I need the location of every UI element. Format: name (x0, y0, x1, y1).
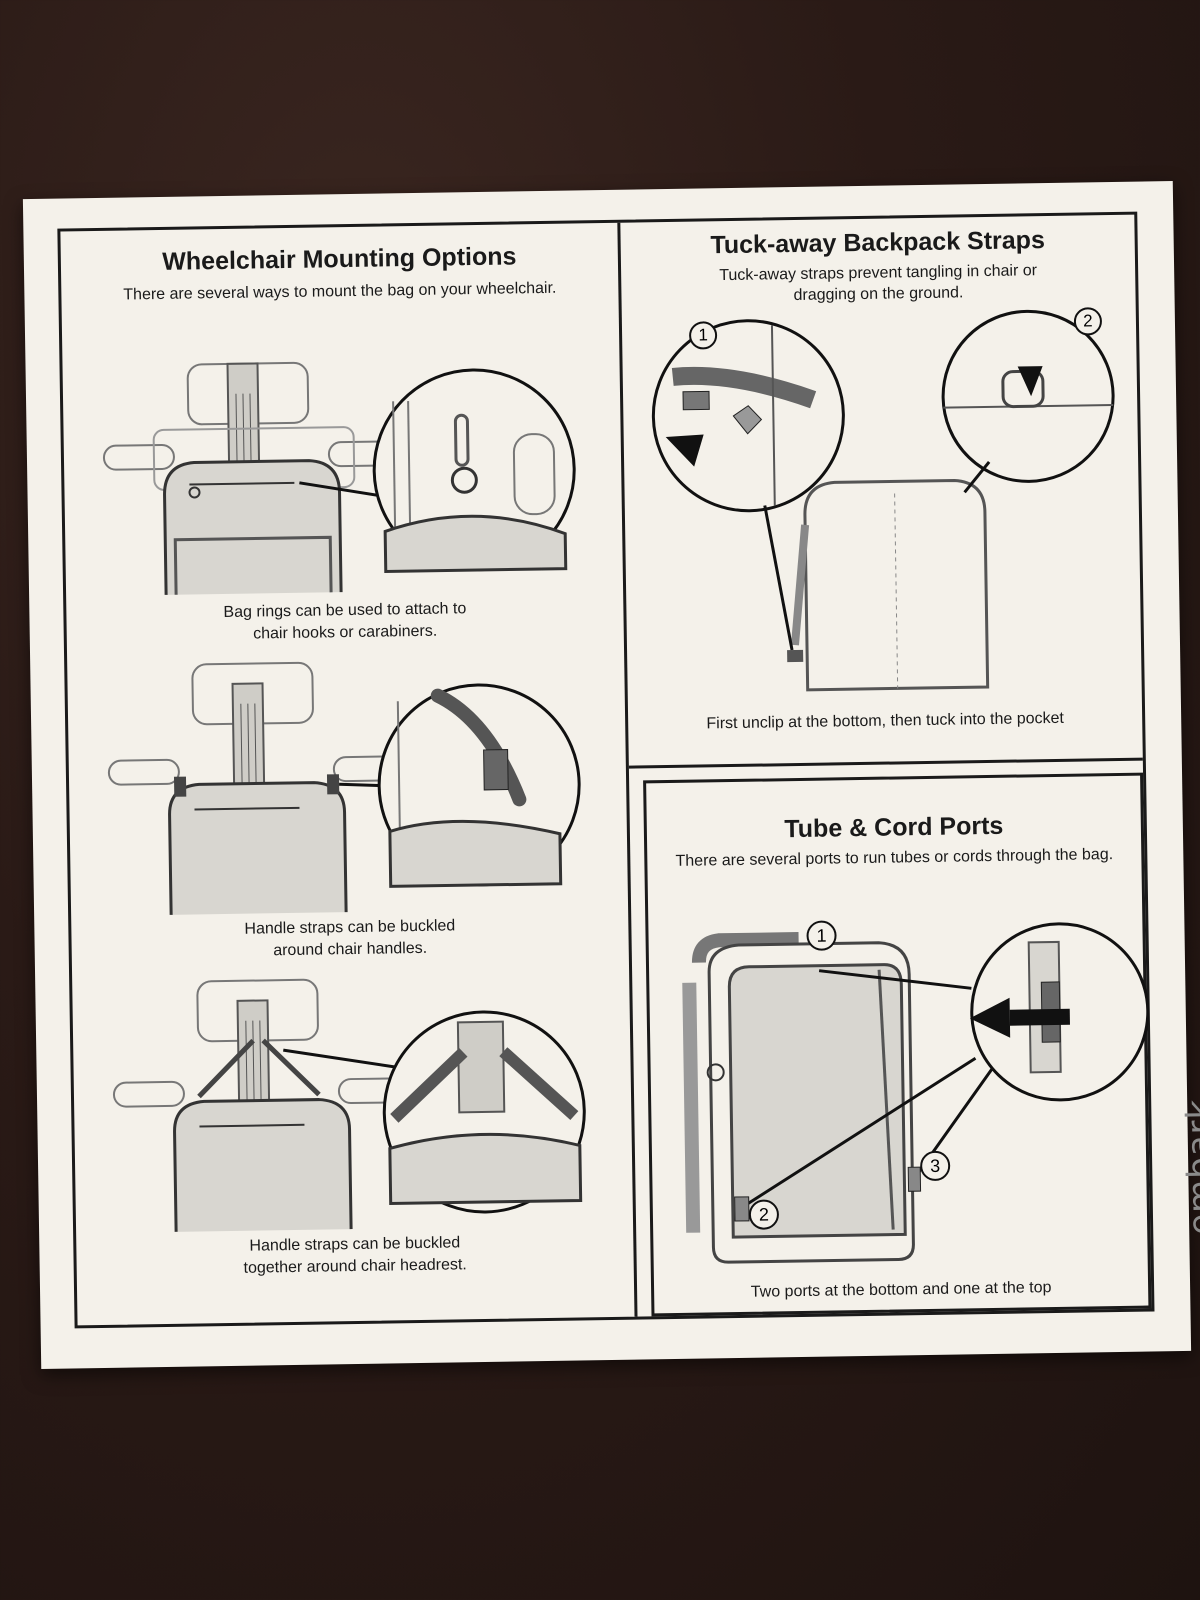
tube-cord-ports-panel: Tube & Cord Ports There are several port… (629, 761, 1152, 1317)
tuck-away-straps-panel: Tuck-away Backpack Straps Tuck-away stra… (620, 214, 1143, 769)
wheelchair-mounting-title: Wheelchair Mounting Options (162, 242, 517, 276)
bag-rings-caption: Bag rings can be used to attach to chair… (66, 596, 624, 649)
handle-straps-illustration (107, 661, 581, 915)
tube-cord-ports-subtitle: There are several ports to run tubes or … (675, 846, 1114, 870)
tube-cord-ports-illustration (682, 922, 1150, 1264)
bag-rings-illustration (102, 361, 576, 595)
instruction-sheet: Wheelchair Mounting Options There are se… (22, 181, 1200, 1369)
headrest-straps-illustration (112, 978, 586, 1232)
tube-cord-ports-frame: Tube & Cord Ports There are several port… (643, 772, 1152, 1317)
wheelchair-mounting-panel: Wheelchair Mounting Options There are se… (60, 222, 638, 1326)
headrest-straps-caption: Handle straps can be buckled together ar… (76, 1230, 634, 1283)
tuck-away-caption: First unclip at the bottom, then tuck in… (706, 709, 1065, 733)
tube-cord-ports-title: Tube & Cord Ports (784, 811, 1004, 844)
tuck-away-illustration (651, 309, 1115, 692)
handle-straps-caption: Handle straps can be buckled around chai… (71, 913, 629, 966)
tube-cord-ports-caption: Two ports at the bottom and one at the t… (750, 1279, 1052, 1301)
outer-frame: Wheelchair Mounting Options There are se… (57, 211, 1155, 1329)
brand-logo-text: embark (1179, 1098, 1200, 1236)
tuck-away-subtitle: Tuck-away straps prevent tangling in cha… (621, 259, 1136, 309)
wheelchair-mounting-subtitle: There are several ways to mount the bag … (123, 279, 557, 304)
tuck-away-title: Tuck-away Backpack Straps (710, 226, 1046, 260)
